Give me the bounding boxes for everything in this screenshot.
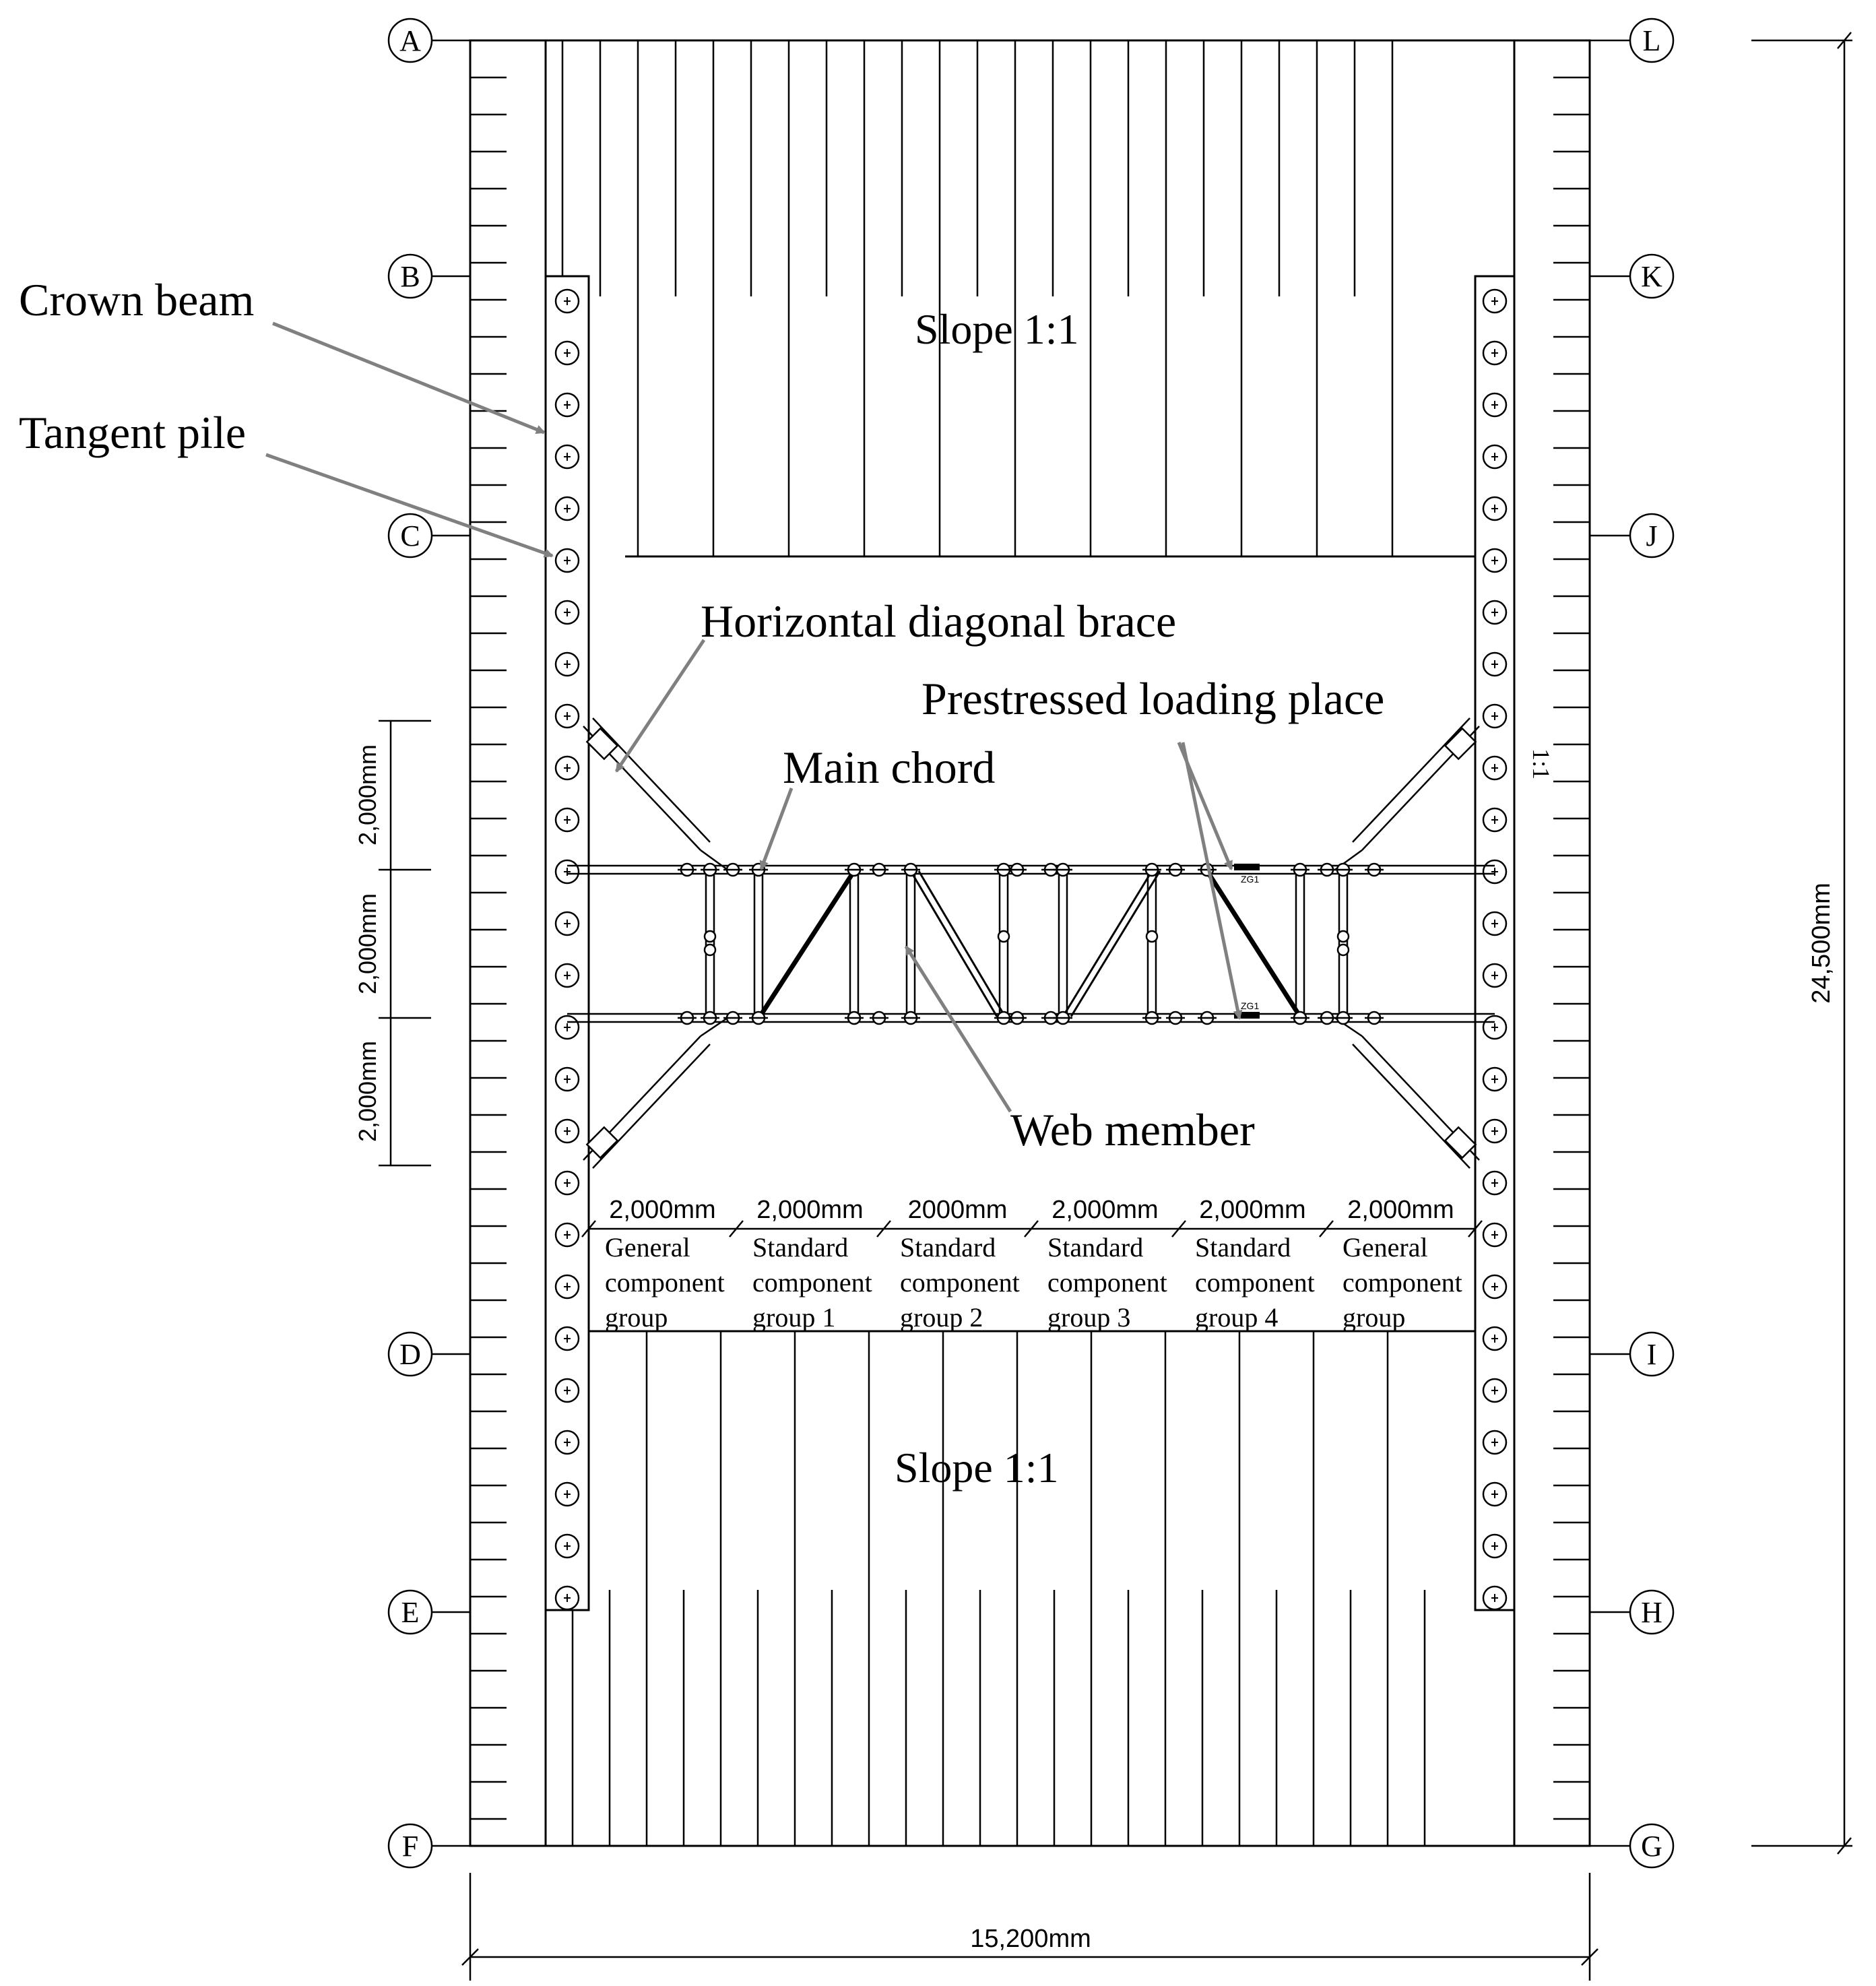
component-group-label: component bbox=[752, 1267, 872, 1298]
horizontal-diagonal-braces bbox=[583, 717, 1480, 1169]
right-side-slope-label: 1:1 bbox=[1528, 748, 1555, 779]
segment-width-label: 2,000mm bbox=[609, 1196, 715, 1224]
segment-width-label: 2,000mm bbox=[1347, 1196, 1454, 1224]
main-chord-callout: Main chord bbox=[783, 742, 995, 793]
component-group-label: component bbox=[1343, 1267, 1462, 1298]
component-group-label: component bbox=[605, 1267, 725, 1298]
axis-label: C bbox=[400, 519, 420, 552]
axis-label: F bbox=[402, 1830, 418, 1863]
horizontal-brace-leader bbox=[614, 639, 706, 773]
total-width-label: 15,200mm bbox=[970, 1925, 1091, 1953]
component-group-label: group bbox=[1343, 1302, 1405, 1333]
axis-bubble bbox=[387, 1589, 433, 1635]
top-slope-label: Slope 1:1 bbox=[915, 305, 1079, 353]
component-group-label: group bbox=[605, 1302, 668, 1333]
grid-axes-right: L K J I H G bbox=[1590, 18, 1675, 1869]
component-group-label: component bbox=[1195, 1267, 1315, 1298]
component-group-label: component bbox=[1047, 1267, 1167, 1298]
axis-label: A bbox=[399, 24, 421, 57]
axis-label: K bbox=[1641, 260, 1662, 293]
axis-bubble bbox=[387, 18, 433, 63]
axis-bubble bbox=[1629, 253, 1675, 299]
total-height-label: 24,500mm bbox=[1807, 883, 1836, 1004]
component-group-label: group 4 bbox=[1195, 1302, 1278, 1333]
axis-label: G bbox=[1641, 1830, 1662, 1863]
vertical-spacing-1: 2,000mm bbox=[354, 744, 381, 845]
component-group-label: group 3 bbox=[1047, 1302, 1130, 1333]
top-slope-area bbox=[561, 40, 1475, 558]
web-member-leader bbox=[904, 945, 1012, 1113]
segment-dimension-line bbox=[581, 1220, 1483, 1238]
steel-support-truss bbox=[567, 717, 1495, 1169]
axis-bubble bbox=[1629, 513, 1675, 558]
axis-bubble bbox=[1629, 1589, 1675, 1635]
component-group-label: Standard bbox=[900, 1232, 996, 1262]
component-group-label: General bbox=[1343, 1232, 1428, 1262]
segment-width-label: 2,000mm bbox=[756, 1196, 863, 1224]
edge-hatch-ticks bbox=[470, 76, 1590, 1820]
component-group-label: component bbox=[900, 1267, 1020, 1298]
axis-bubble bbox=[1629, 18, 1675, 63]
callout-leaders bbox=[265, 321, 1243, 1113]
axis-label: E bbox=[401, 1596, 420, 1629]
axis-bubble bbox=[387, 1823, 433, 1869]
web-member-callout: Web member bbox=[1010, 1104, 1255, 1155]
segment-width-label: 2,000mm bbox=[1199, 1196, 1305, 1224]
prestressed-leader-bottom bbox=[1181, 742, 1243, 1020]
total-width-dimension bbox=[461, 1873, 1598, 1981]
component-group-label: group 1 bbox=[752, 1302, 835, 1333]
zg1-marker-bottom bbox=[1234, 1012, 1260, 1019]
vertical-spacing-dimension bbox=[379, 719, 431, 1167]
zg1-marker-top bbox=[1234, 864, 1260, 870]
total-height-dimension bbox=[1751, 32, 1852, 1855]
vertical-spacing-2: 2,000mm bbox=[354, 893, 381, 994]
segment-width-label: 2,000mm bbox=[1052, 1196, 1158, 1224]
tangent-pile-callout: Tangent pile bbox=[19, 407, 246, 458]
component-group-label: Standard bbox=[752, 1232, 848, 1262]
main-chord-leader bbox=[759, 788, 794, 870]
segment-width-labels: 2,000mm 2,000mm 2000mm 2,000mm 2,000mm 2,000m… bbox=[609, 1196, 1454, 1224]
truss-joints bbox=[678, 862, 1384, 1025]
prestressed-loading-markers: ZG1 ZG1 bbox=[1234, 864, 1260, 1019]
component-group-label: General bbox=[605, 1232, 690, 1262]
axis-label: D bbox=[399, 1338, 421, 1371]
axis-label: L bbox=[1643, 24, 1661, 57]
crown-beam-right bbox=[1474, 275, 1516, 1611]
crown-beam-leader bbox=[272, 321, 546, 435]
component-group-label: Standard bbox=[1195, 1232, 1291, 1262]
prestressed-loading-callout: Prestressed loading place bbox=[921, 673, 1384, 724]
axis-bubble bbox=[387, 513, 433, 558]
axis-label: J bbox=[1646, 519, 1657, 552]
axis-label: B bbox=[400, 260, 420, 293]
vertical-spacing-3: 2,000mm bbox=[354, 1041, 381, 1142]
component-group-label: Standard bbox=[1047, 1232, 1143, 1262]
component-group-labels: General component group Standard component gr… bbox=[605, 1232, 1462, 1333]
bottom-slope-area bbox=[571, 1330, 1475, 1846]
axis-bubble bbox=[387, 1331, 433, 1377]
tangent-pile-leader bbox=[265, 453, 554, 558]
axis-label: H bbox=[1641, 1596, 1662, 1629]
axis-bubble bbox=[387, 253, 433, 299]
zg1-label-bottom: ZG1 bbox=[1241, 1000, 1259, 1011]
axis-label: I bbox=[1647, 1338, 1657, 1371]
grid-axes-left: A B C D E F bbox=[387, 18, 470, 1869]
zg1-label-top: ZG1 bbox=[1241, 874, 1259, 885]
web-diagonals bbox=[758, 870, 1302, 1018]
crown-beam-left bbox=[544, 275, 590, 1611]
horizontal-brace-callout: Horizontal diagonal brace bbox=[701, 596, 1176, 647]
axis-bubble bbox=[1629, 1331, 1675, 1377]
axis-bubble bbox=[1629, 1823, 1675, 1869]
segment-width-label: 2000mm bbox=[908, 1196, 1008, 1224]
crown-beam-callout: Crown beam bbox=[19, 274, 254, 325]
bottom-slope-label: Slope 1:1 bbox=[895, 1444, 1059, 1492]
pit-outline bbox=[469, 39, 1591, 1847]
component-group-label: group 2 bbox=[900, 1302, 983, 1333]
web-verticals bbox=[705, 870, 1349, 1018]
